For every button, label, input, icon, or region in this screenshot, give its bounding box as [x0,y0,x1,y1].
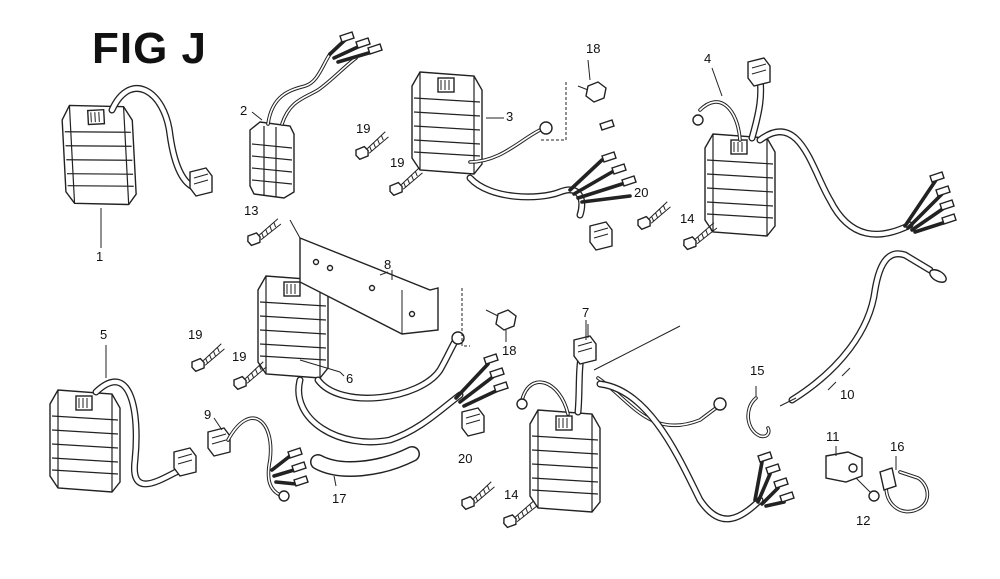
callout-18-upper: 18 [586,41,601,56]
callout-20-upper: 20 [634,185,649,200]
callout-1: 1 [96,249,104,264]
bolt-part-20-upper [633,200,675,231]
bolt-part-19-b [385,166,427,197]
callout-18-lower: 18 [502,343,517,358]
callout-19-c: 19 [188,327,203,342]
clamp-part-16 [879,456,930,514]
callout-14-lower: 14 [504,487,519,502]
callout-2: 2 [240,103,248,118]
callout-9: 9 [204,407,212,422]
callout-16: 16 [890,439,905,454]
callout-15: 15 [750,363,765,378]
harness-part-9 [207,416,309,502]
bracket-part-8 [289,219,439,335]
callout-14-upper: 14 [680,211,695,226]
regulator-part-3 [411,71,637,251]
clip-part-15 [746,386,771,439]
tube-part-17 [310,446,420,487]
callout-8: 8 [384,257,392,272]
regulator-part-4 [692,57,957,238]
callout-20-lower: 20 [458,451,473,466]
callout-7: 7 [582,305,590,320]
callout-5: 5 [100,327,108,342]
cable-part-10 [779,250,947,407]
figure-title: FIG J [92,24,208,73]
callout-17: 17 [332,491,347,506]
callout-4: 4 [704,51,712,66]
callout-12: 12 [856,513,871,528]
regulator-part-7 [516,320,795,523]
bolt-part-19-c [187,342,229,373]
nut-part-18-upper [577,81,607,103]
nut-part-18-lower [485,309,517,331]
regulator-part-1 [60,85,213,248]
bolt-part-12 [855,477,880,502]
callout-19-d: 19 [232,349,247,364]
callout-19-b: 19 [390,155,405,170]
callout-13: 13 [244,203,259,218]
callout-10: 10 [840,387,855,402]
bracket-part-11 [825,446,863,483]
callout-3: 3 [506,109,514,124]
leader-lines [339,59,837,391]
regulator-part-6 [257,275,509,446]
callout-19-a: 19 [356,121,371,136]
bolt-part-20-lower [457,480,499,511]
callout-6: 6 [346,371,354,386]
bolt-part-13 [243,217,286,247]
bolt-part-14-lower [499,499,542,529]
callout-11: 11 [826,429,840,444]
regulator-part-2 [249,31,383,199]
regulator-part-5 [49,345,197,493]
